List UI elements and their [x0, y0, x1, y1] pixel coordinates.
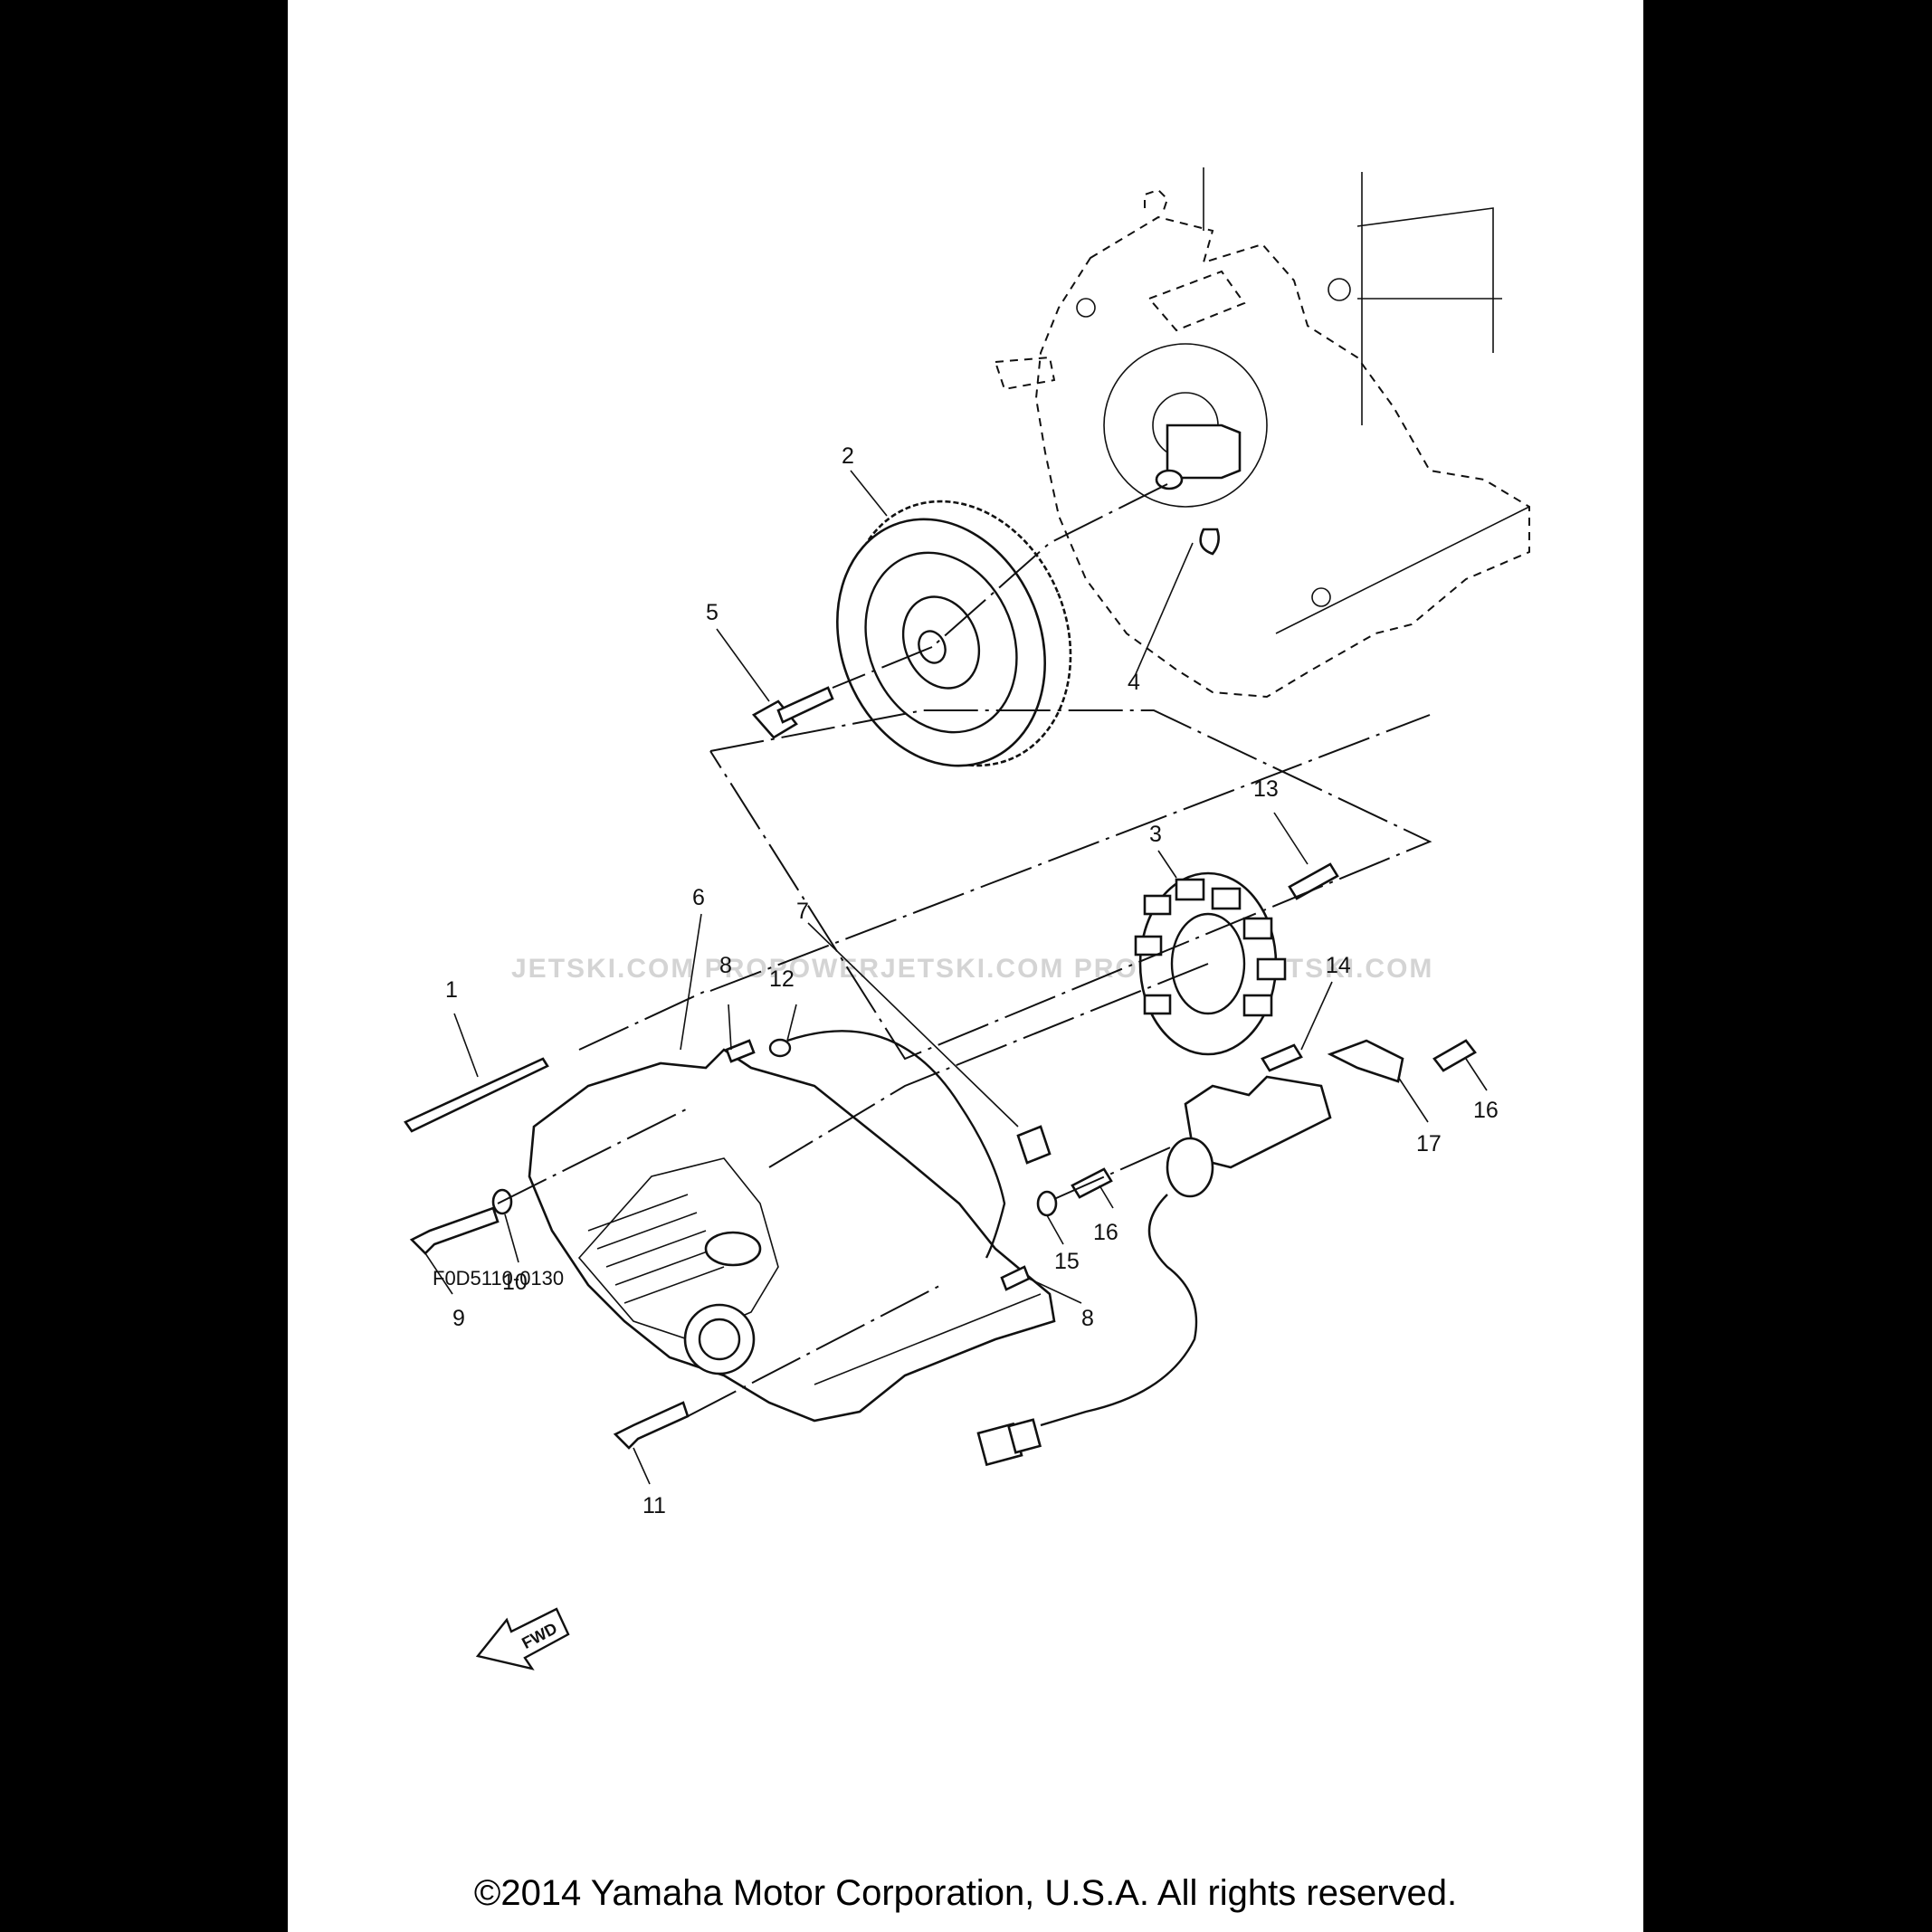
engine-block	[994, 167, 1530, 699]
stator-part-3	[1134, 871, 1287, 1056]
generator-cover-part-6	[528, 1048, 1056, 1423]
pickup-coil-bracket-part-17	[1166, 1039, 1404, 1198]
callout-5: 5	[706, 600, 719, 625]
callout-1: 1	[445, 977, 458, 1003]
callout-2: 2	[842, 443, 854, 469]
callout-10: 10	[502, 1270, 528, 1295]
callout-16-upper: 16	[1473, 1098, 1499, 1123]
bolt-part-13	[1288, 862, 1339, 900]
cable-tie-part-1	[404, 1057, 549, 1133]
diagram-sheet	[288, 0, 1643, 1932]
flywheel-part-2	[836, 500, 1072, 767]
callout-7: 7	[796, 899, 809, 924]
callout-12: 12	[769, 966, 795, 992]
bolt-part-16-upper	[1432, 1039, 1477, 1072]
bolt-part-11	[613, 1401, 690, 1450]
bolt-part-5	[751, 686, 834, 739]
callout-11: 11	[642, 1493, 666, 1518]
fwd-arrow-icon: FWD	[475, 1607, 570, 1670]
callout-9: 9	[452, 1306, 465, 1331]
callout-17: 17	[1416, 1131, 1442, 1156]
o-ring-12-end	[768, 1038, 792, 1058]
o-ring-part-12	[786, 1030, 1006, 1259]
callout-8-upper: 8	[719, 953, 732, 978]
dowel-pin-8-upper	[725, 1039, 756, 1063]
bolt-part-14	[1261, 1043, 1303, 1072]
collar-part-7	[1016, 1125, 1052, 1165]
harness-connector	[976, 1418, 1042, 1467]
callout-4: 4	[1128, 670, 1140, 695]
subassembly-outline	[709, 709, 1432, 1061]
callout-8-lower: 8	[1081, 1306, 1094, 1331]
callout-13: 13	[1253, 776, 1279, 802]
callout-16-lower: 16	[1093, 1220, 1118, 1245]
callout-6: 6	[692, 885, 705, 910]
assembly-centerlines	[497, 483, 1431, 1417]
wire-harness	[1040, 1194, 1198, 1427]
callout-14: 14	[1326, 953, 1351, 978]
copyright-footer: ©2014 Yamaha Motor Corporation, U.S.A. A…	[473, 1873, 1458, 1913]
bolt-part-9	[409, 1206, 500, 1255]
callout-15: 15	[1054, 1249, 1080, 1274]
figure-code: F0D5110-0130	[433, 1267, 565, 1290]
callout-3: 3	[1149, 822, 1162, 847]
washer-part-15	[1036, 1190, 1058, 1217]
leader-lines	[424, 470, 1488, 1485]
watermark: JETSKI.COM PROPOWERJETSKI.COM PROPOWERJE…	[511, 954, 1433, 984]
